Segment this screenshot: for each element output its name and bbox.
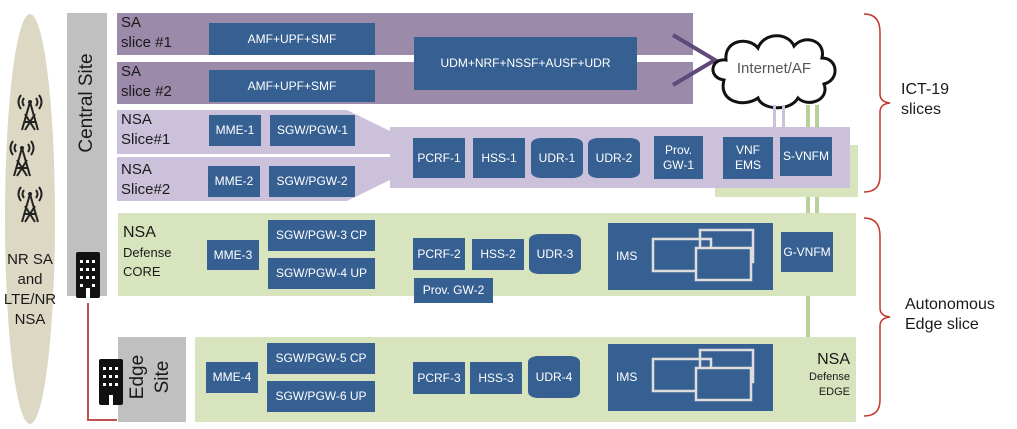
label-line: ICT-19 (901, 81, 950, 98)
ims-label: IMS (616, 249, 638, 263)
nf-hss-3: HSS-3 (470, 362, 522, 394)
nf-s-vnfm: S-VNFM (780, 137, 832, 176)
brace-ict19 (863, 13, 891, 193)
nf-hss-1: HSS-1 (473, 138, 525, 178)
label-line: SA (121, 14, 142, 31)
label-line: slices (901, 101, 942, 118)
nsa-slice-2-label: NSA Slice#2 (121, 160, 170, 200)
label-line: NSA (121, 111, 152, 128)
nsa-connector-line (773, 105, 776, 135)
brace-ict19-label: ICT-19 slices (901, 80, 949, 120)
cloud-label: Internet/AF (736, 60, 812, 77)
nf-amf-upf-smf-1: AMF+UPF+SMF (209, 23, 375, 55)
site-link-line (87, 303, 117, 421)
radio-label-line: LTE/NR (3, 291, 57, 308)
nf-pcrf-2: PCRF-2 (413, 238, 465, 270)
nf-pcrf-1: PCRF-1 (413, 138, 465, 178)
nf-vnf-ems: VNF EMS (723, 137, 773, 179)
label-line: VNF (736, 143, 760, 157)
defense-core-label: NSA Defense CORE (123, 223, 171, 281)
label-line: Slice#2 (121, 181, 171, 198)
label-line: NSA (817, 351, 850, 368)
nf-sgw-pgw-5-cp: SGW/PGW-5 CP (267, 343, 375, 374)
radio-access-ellipse (5, 14, 55, 424)
nsa-connector-line (782, 105, 785, 135)
label-line: EMS (734, 158, 761, 172)
label-line: CORE (123, 264, 161, 279)
nf-udr-4: UDR-4 (528, 356, 580, 398)
label-line: Defense (123, 245, 172, 260)
nf-g-vnfm: G-VNFM (781, 232, 833, 272)
label-line: NSA (123, 224, 156, 241)
nf-sgw-pgw-4-up: SGW/PGW-4 UP (268, 258, 375, 289)
building-icon (74, 250, 102, 305)
nf-udm-nrf-nssf-ausf-udr: UDM+NRF+NSSF+AUSF+UDR (414, 37, 637, 90)
nf-sgw-pgw-6-up: SGW/PGW-6 UP (267, 381, 375, 412)
radio-label-line: and (17, 271, 43, 288)
sa-to-internet-links (671, 33, 719, 87)
sa-slice-2-label: SA slice #2 (121, 62, 172, 102)
central-site-label: Central Site (76, 53, 97, 153)
nf-mme-1: MME-1 (209, 115, 261, 146)
nf-mme-4: MME-4 (206, 362, 258, 393)
nf-hss-2: HSS-2 (472, 239, 524, 270)
nf-udr-2: UDR-2 (588, 138, 640, 178)
nf-mme-3: MME-3 (207, 240, 259, 270)
edge-site-label-line: Site (152, 360, 173, 394)
building-icon (97, 357, 125, 412)
label-line: Prov. (664, 142, 693, 157)
brace-autonomous-edge (863, 217, 891, 417)
radio-label-line: NSA (14, 311, 46, 328)
nf-udr-3: UDR-3 (529, 234, 581, 274)
label-line: Defense (809, 371, 850, 383)
sa-slice-1-label: SA slice #1 (121, 13, 172, 53)
nf-pcrf-3: PCRF-3 (413, 362, 465, 394)
label-line: Edge slice (905, 316, 979, 333)
label-line: Autonomous (905, 296, 995, 313)
label-line: Slice#1 (121, 131, 171, 148)
radio-tower-icon (6, 138, 38, 183)
radio-tower-icon (14, 92, 46, 137)
nf-prov-gw-1: Prov. GW-1 (654, 136, 703, 179)
nf-udr-1: UDR-1 (531, 138, 583, 178)
nf-sgw-pgw-1: SGW/PGW-1 (270, 115, 355, 146)
nf-mme-2: MME-2 (208, 166, 260, 197)
radio-tower-icon (14, 184, 46, 229)
brace-autonomous-edge-label: Autonomous Edge slice (905, 295, 995, 335)
nf-sgw-pgw-2: SGW/PGW-2 (269, 166, 355, 197)
nf-sgw-pgw-3-cp: SGW/PGW-3 CP (268, 220, 375, 251)
ims-servers-icon (651, 228, 755, 282)
label-line: slice #2 (121, 83, 172, 100)
nf-prov-gw-2: Prov. GW-2 (414, 278, 493, 303)
label-line: EDGE (818, 386, 850, 398)
cloud-icon (711, 34, 837, 110)
ims-label: IMS (616, 370, 638, 384)
defense-edge-label: NSA Defense EDGE (790, 350, 850, 400)
radio-label-line: NR SA (7, 251, 53, 268)
edge-site-bar (118, 337, 186, 422)
ims-servers-icon (651, 348, 755, 402)
label-line: SA (121, 63, 142, 80)
label-line: GW-1 (662, 157, 695, 172)
nf-amf-upf-smf-2: AMF+UPF+SMF (209, 70, 375, 102)
label-line: NSA (121, 161, 152, 178)
edge-site-label-line: Edge (127, 354, 148, 400)
nsa-slice-1-label: NSA Slice#1 (121, 110, 170, 150)
radio-label: NR SA and LTE/NR NSA (0, 250, 60, 330)
label-line: slice #1 (121, 34, 172, 51)
central-site-bar (67, 13, 107, 296)
